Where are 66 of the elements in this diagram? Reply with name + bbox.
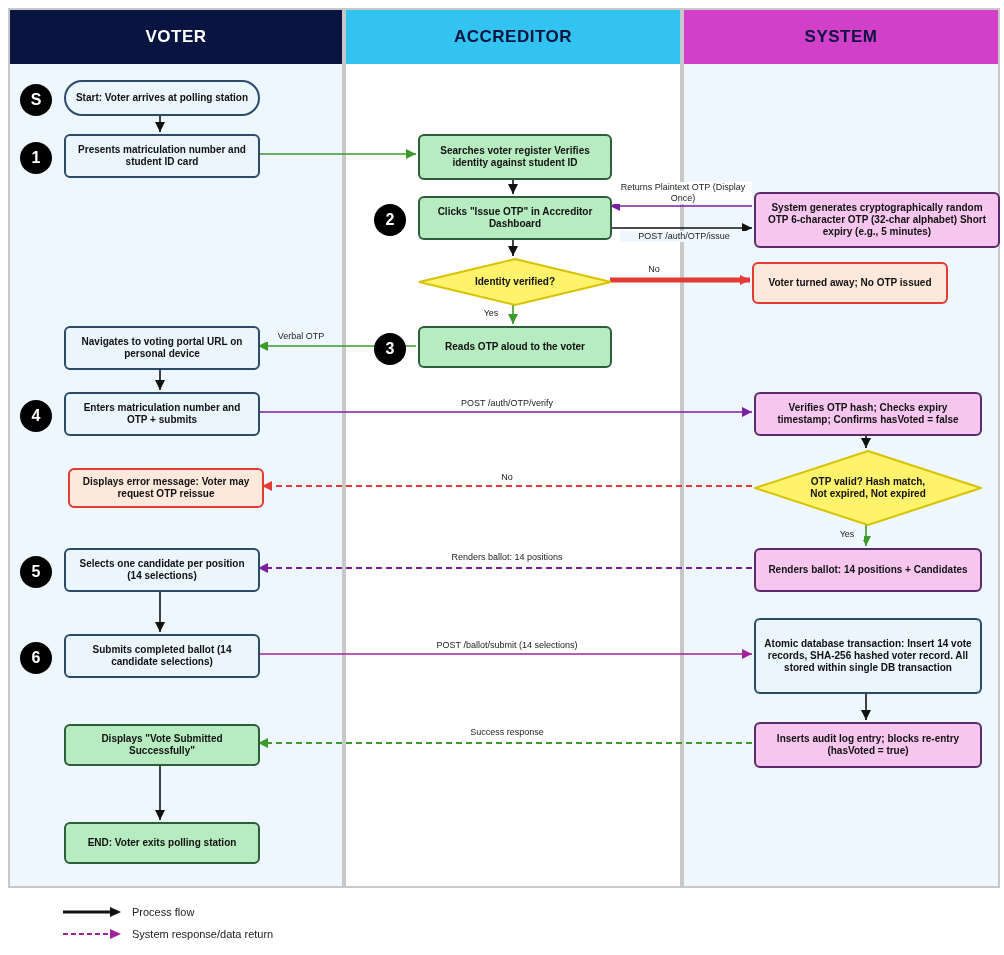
arrow (155, 367, 165, 391)
step-text: Renders ballot: 14 positions + Candidates (768, 564, 968, 576)
arrow (155, 589, 165, 633)
step-number: 3 (374, 333, 406, 365)
arrow (861, 433, 871, 449)
process-box (754, 722, 982, 768)
process-box (754, 548, 982, 592)
step-text: Start: Voter arrives at polling station (75, 92, 249, 104)
process-box (64, 724, 260, 766)
arrow (155, 763, 165, 821)
lane-header: ACCREDITOR (346, 10, 680, 64)
step-text: Searches voter register Verifies identity against student ID (439, 145, 591, 169)
step-text: Inserts audit log entry; blocks re-entry (hasVoted = true) (775, 733, 961, 757)
process-box (68, 468, 264, 508)
arrow (508, 237, 518, 257)
arrow (609, 201, 753, 211)
swimlane (8, 8, 344, 888)
step-text: Navigates to voting portal URL on personal device (80, 336, 244, 360)
step-number: 2 (374, 204, 406, 236)
step-text: Selects one candidate per position (14 selections) (78, 558, 246, 582)
legend-text: Process flow (132, 906, 195, 918)
process-box (752, 262, 948, 304)
step-text: Verifies OTP hash; Checks expiry timestamp; Confirms hasVoted = false (776, 402, 960, 426)
step-text: Atomic database transaction: Insert 14 vote records, SHA-256 hashed voter record. All stored within single DB transaction (764, 638, 972, 674)
arrow (261, 481, 753, 491)
arrow (257, 407, 753, 417)
step-number: 6 (20, 642, 52, 674)
step-text: Clicks "Issue OTP" in Accreditor Dashboard (436, 206, 594, 230)
arrow (508, 303, 518, 325)
legend-text: System response/data return (132, 928, 274, 940)
step-text: Enters matriculation number and OTP + submits (82, 402, 242, 426)
process-box (754, 618, 982, 694)
arrow (508, 177, 518, 195)
step-text: Reads OTP aloud to the voter (445, 341, 585, 353)
step-text: Presents matriculation number and student ID card (77, 144, 247, 168)
arrow (861, 523, 871, 547)
step-text: System generates cryptographically random OTP 6-character OTP (32-char alphabet) Short expiry (e.g., 5 minutes) (767, 202, 987, 238)
edge-label: Returns Plaintext OTP (Display Once) (614, 182, 752, 204)
step-text: Displays error message: Voter may request OTP reissue (81, 476, 251, 500)
arrow (610, 275, 750, 285)
arrow (609, 223, 753, 233)
step-text: Voter turned away; No OTP issued (768, 277, 932, 289)
arrow (257, 563, 753, 573)
process-box (64, 326, 260, 370)
step-text: Displays "Vote Submitted Successfully" (100, 733, 224, 757)
decision-text: OTP valid? Hash match, Not expired, Not expired (809, 476, 927, 500)
process-box (754, 192, 1000, 248)
step-number: 5 (20, 556, 52, 588)
arrow (861, 691, 871, 721)
decision-text: Identity verified? (475, 276, 555, 288)
arrow (257, 738, 753, 748)
lane-header: VOTER (10, 10, 342, 64)
step-text: END: Voter exits polling station (87, 837, 237, 849)
process-box (64, 822, 260, 864)
arrow (155, 113, 165, 133)
step-text: Submits completed ballot (14 candidate selections) (91, 644, 233, 668)
lane-header: SYSTEM (684, 10, 998, 64)
arrow (257, 649, 753, 659)
process-box (418, 134, 612, 180)
edge-label: POST /auth/OTP/issue (620, 231, 748, 242)
arrow (257, 341, 417, 351)
process-box (754, 392, 982, 436)
step-number: S (20, 84, 52, 116)
step-number: 4 (20, 400, 52, 432)
arrow (257, 149, 417, 159)
step-number: 1 (20, 142, 52, 174)
